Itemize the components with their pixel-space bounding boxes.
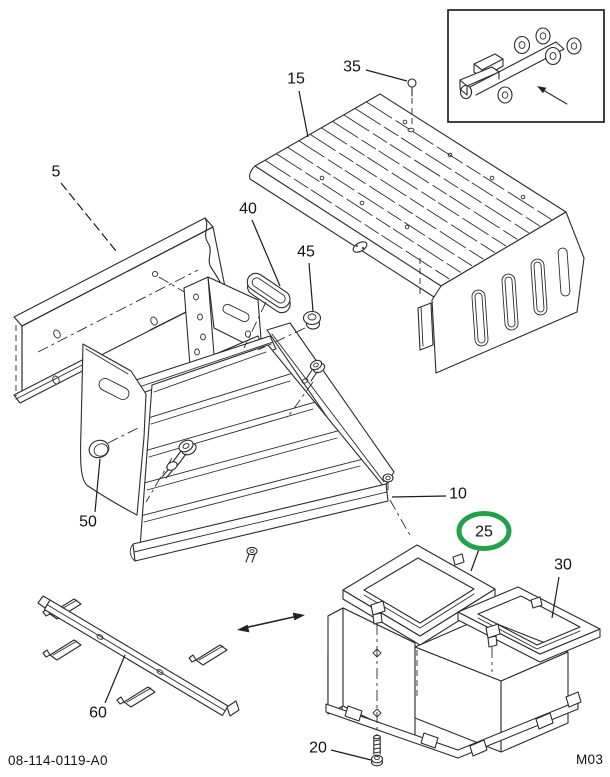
battery-box-cover-drawing (249, 93, 585, 374)
inset-location-arrow-icon (537, 86, 568, 105)
callout-leader-35 (365, 69, 408, 82)
cover-ribs (264, 101, 553, 281)
callout-35: 35 (343, 59, 408, 82)
truck-rear-wheels-icon (513, 27, 582, 66)
truck-front-left-wheel-icon (459, 84, 473, 100)
step-sill (129, 483, 389, 562)
callout-40: 40 (239, 201, 281, 287)
frame-rail-drawing (13, 217, 227, 404)
callout-number-10: 10 (449, 486, 467, 503)
step-left-panel (79, 343, 147, 516)
nut-icon (370, 754, 384, 767)
hole-plug-icon (88, 439, 110, 459)
callout-number-15: 15 (287, 71, 305, 88)
frame-25-jbolt-clip-icon (370, 600, 386, 625)
callout-number-50: 50 (79, 514, 97, 531)
direction-arrow-icon (237, 612, 305, 633)
small-parts-drawing (88, 78, 417, 459)
rail-screw-icon (151, 270, 159, 278)
callout-leader-25 (470, 548, 480, 572)
sill-bolt-icon (245, 546, 258, 563)
callout-45: 45 (297, 244, 315, 312)
callout-number-40: 40 (239, 201, 257, 218)
cover-latch-icon (352, 241, 368, 253)
callout-leader-45 (308, 262, 314, 312)
callout-15: 15 (287, 71, 309, 138)
holddown-frame-30-drawing (457, 586, 601, 672)
step-treads (139, 344, 386, 549)
callout-number-30: 30 (554, 557, 572, 574)
step-bolt-icon (161, 439, 197, 479)
inset-border (447, 9, 605, 123)
callout-number-25: 25 (475, 524, 493, 541)
jbolt-and-nut-drawing (370, 624, 384, 767)
cover-screw-bosses (319, 119, 526, 230)
crossbar-drawing (37, 595, 240, 717)
callout-number-20: 20 (309, 740, 327, 757)
step-assembly-drawing (79, 322, 395, 562)
callout-number-60: 60 (89, 705, 107, 722)
frame-30-hook-icon (530, 596, 543, 609)
callout-number-45: 45 (297, 244, 315, 261)
sheet-code: M03 (576, 752, 604, 767)
callout-25: 25 (456, 511, 512, 572)
fasteners-drawing (107, 301, 412, 563)
step-pad-icon (246, 272, 291, 314)
truck-front-wheel-icon (497, 86, 513, 104)
stud-icon (373, 734, 381, 755)
callout-10: 10 (391, 486, 467, 503)
callout-layer: 5 15 35 40 45 10 50 25 30 60 20 (52, 59, 572, 761)
cover-tab (417, 302, 434, 351)
cover-screw-hole (407, 127, 415, 133)
callout-20: 20 (309, 740, 372, 761)
callout-leader-40 (251, 219, 281, 287)
grommet-icon (302, 310, 322, 330)
callout-number-35: 35 (343, 59, 361, 76)
panel-bolt-icon (301, 359, 326, 384)
callout-5: 5 (52, 164, 117, 252)
callout-leader-20 (330, 749, 372, 761)
figure-number: 08-114-0119-A0 (8, 753, 108, 768)
callout-number-5: 5 (52, 164, 61, 181)
right-battery (414, 617, 569, 753)
callout-leader-30 (551, 576, 560, 619)
cover-screw-icon (407, 78, 417, 126)
tray-foot-tabs (344, 691, 582, 757)
battery-tray-lip (325, 700, 579, 759)
callout-leader-60 (104, 654, 126, 704)
callout-60: 60 (89, 654, 126, 722)
cover-handle-slots (471, 247, 571, 347)
callout-leader-50 (94, 458, 101, 513)
callout-leader-10 (391, 495, 447, 498)
callout-leader-5 (60, 182, 117, 252)
frame-25-hook-icon (452, 553, 465, 566)
left-battery (327, 607, 416, 742)
highlight-circle (456, 511, 512, 551)
callout-50: 50 (79, 458, 101, 531)
battery-tray-drawing (325, 607, 582, 759)
sill-end-washer-icon (382, 473, 394, 491)
frame-30-jbolt-clip-icon (485, 623, 501, 648)
truck-bumper-icon (459, 66, 500, 96)
callout-30: 30 (551, 557, 572, 619)
crossbar-clips (42, 598, 228, 708)
callout-leader-15 (298, 90, 309, 138)
vehicle-location-inset (447, 9, 605, 123)
